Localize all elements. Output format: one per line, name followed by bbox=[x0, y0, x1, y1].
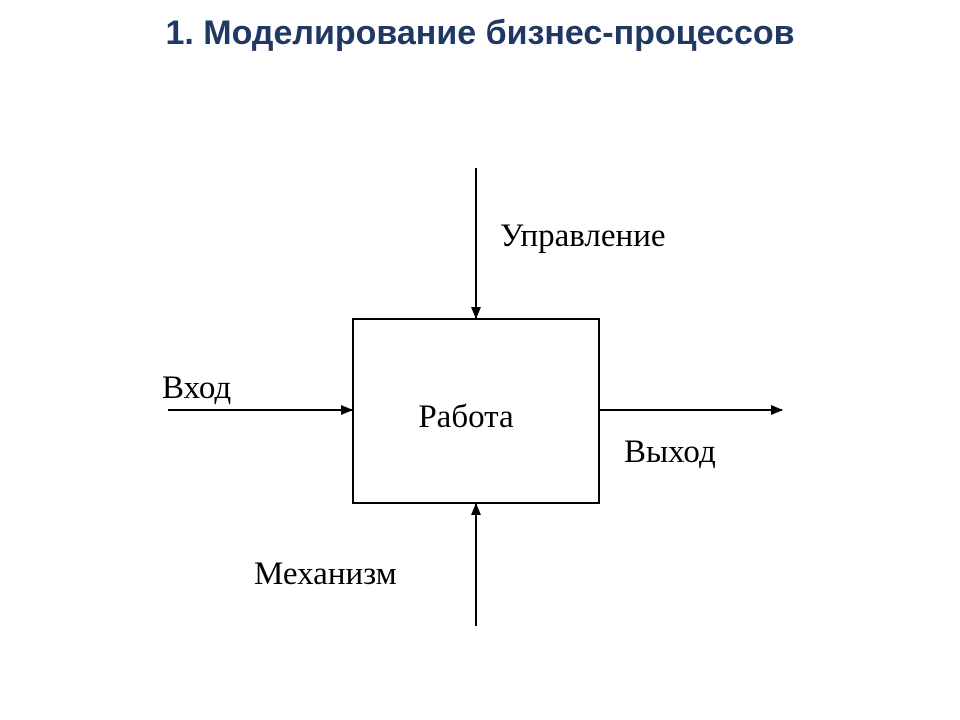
activity-box bbox=[352, 318, 600, 504]
input-label: Вход bbox=[162, 370, 231, 406]
activity-box-label: Работа bbox=[418, 399, 514, 435]
output-label: Выход bbox=[624, 434, 716, 470]
slide-title: 1. Моделирование бизнес-процессов bbox=[165, 14, 795, 52]
mechanism-label: Механизм bbox=[254, 556, 397, 592]
control-label: Управление bbox=[500, 218, 666, 254]
